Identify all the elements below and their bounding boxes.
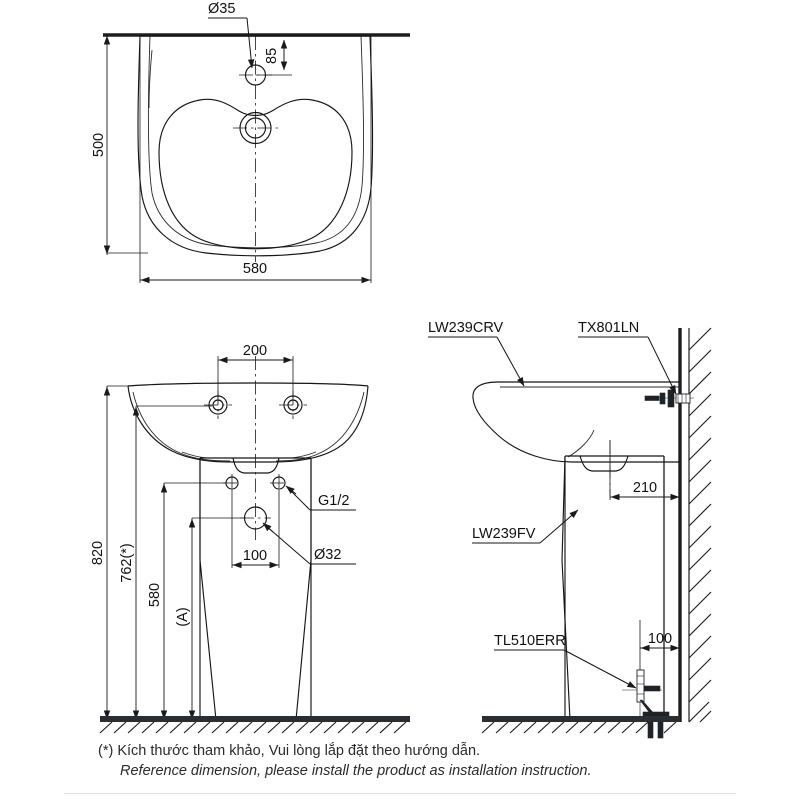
leader-arrow-g12 — [285, 485, 297, 495]
basin-profile-side — [472, 381, 680, 463]
side-section-view: 210 100 LW239CRV TX801LN LW239FV TL510ER… — [428, 320, 712, 739]
floor-hatching-front-view — [99, 721, 407, 734]
leader-line-g12 — [287, 487, 311, 511]
part-label-lw239crv: LW239CRV — [428, 320, 504, 336]
leader-line-tx801ln — [647, 336, 677, 395]
basin-outer-contour — [137, 35, 374, 257]
pedestal-saddle-notch-side — [579, 455, 629, 472]
pedestal-taper-front — [199, 458, 312, 721]
supply-hole-right-front — [270, 474, 288, 492]
dim-label-g12: G1/2 — [318, 493, 349, 509]
front-elevation-view: 200 100 G1/2 Ø32 820 — [90, 343, 410, 734]
dim-label-d32: Ø32 — [314, 547, 341, 563]
basin-bowl-contour — [158, 98, 353, 250]
dim-label-580-front: 580 — [147, 583, 163, 607]
dim-label-A: (A) — [175, 607, 191, 626]
part-label-tl510err: TL510ERR — [494, 633, 566, 649]
dim-label-820: 820 — [90, 541, 106, 565]
pedestal-taper-side — [561, 455, 571, 721]
footer-divider — [64, 793, 736, 794]
floor-line-side-view — [482, 716, 680, 722]
floor-line-front-view — [100, 716, 410, 722]
basin-underside-line-front-right — [275, 391, 365, 462]
drain-trap-fitting — [622, 669, 662, 717]
dim-label-500: 500 — [91, 133, 107, 157]
basin-notch-right — [291, 451, 317, 459]
dim-label-210: 210 — [633, 480, 657, 496]
basin-rim-inner-line — [147, 35, 364, 249]
dim-label-200: 200 — [243, 343, 267, 359]
dim-label-762: 762(*) — [119, 543, 135, 583]
basin-top-rim-front — [127, 382, 369, 387]
dim-label-85: 85 — [264, 48, 280, 64]
leader-arrow-d32 — [262, 522, 274, 533]
wall-bracket-fitting — [644, 389, 694, 408]
part-label-lw239fv: LW239FV — [472, 526, 536, 542]
basin-underside-line-front — [132, 391, 231, 462]
pedestal-saddle-notch — [232, 457, 280, 474]
dim-label-100-front: 100 — [243, 548, 267, 564]
basin-body-front — [127, 385, 369, 463]
dim-label-100-side: 100 — [648, 631, 672, 647]
leader-line-lw239fv — [539, 509, 579, 544]
top-view: 85 Ø35 500 580 — [91, 1, 410, 284]
dim-label-d35: Ø35 — [208, 1, 235, 17]
rim-detail-left — [148, 49, 153, 109]
wall-hatching-side-view — [688, 327, 712, 723]
footnote-english: Reference dimension, please install the … — [120, 762, 592, 779]
basin-lower-detail-side — [567, 429, 595, 458]
floor-hatching-side-view — [481, 721, 677, 734]
leader-line-lw239crv — [496, 336, 525, 387]
floor-drain-stubs — [642, 711, 670, 739]
dim-label-580-top-view: 580 — [243, 261, 267, 277]
leader-line-tl510err — [563, 649, 637, 689]
part-label-tx801ln: TX801LN — [578, 320, 639, 336]
leader-line-d35 — [246, 17, 255, 69]
footnote-vietnamese: (*) Kích thước tham khảo, Vui lòng lắp đ… — [98, 743, 481, 759]
footnote-block: (*) Kích thước tham khảo, Vui lòng lắp đ… — [98, 742, 738, 781]
